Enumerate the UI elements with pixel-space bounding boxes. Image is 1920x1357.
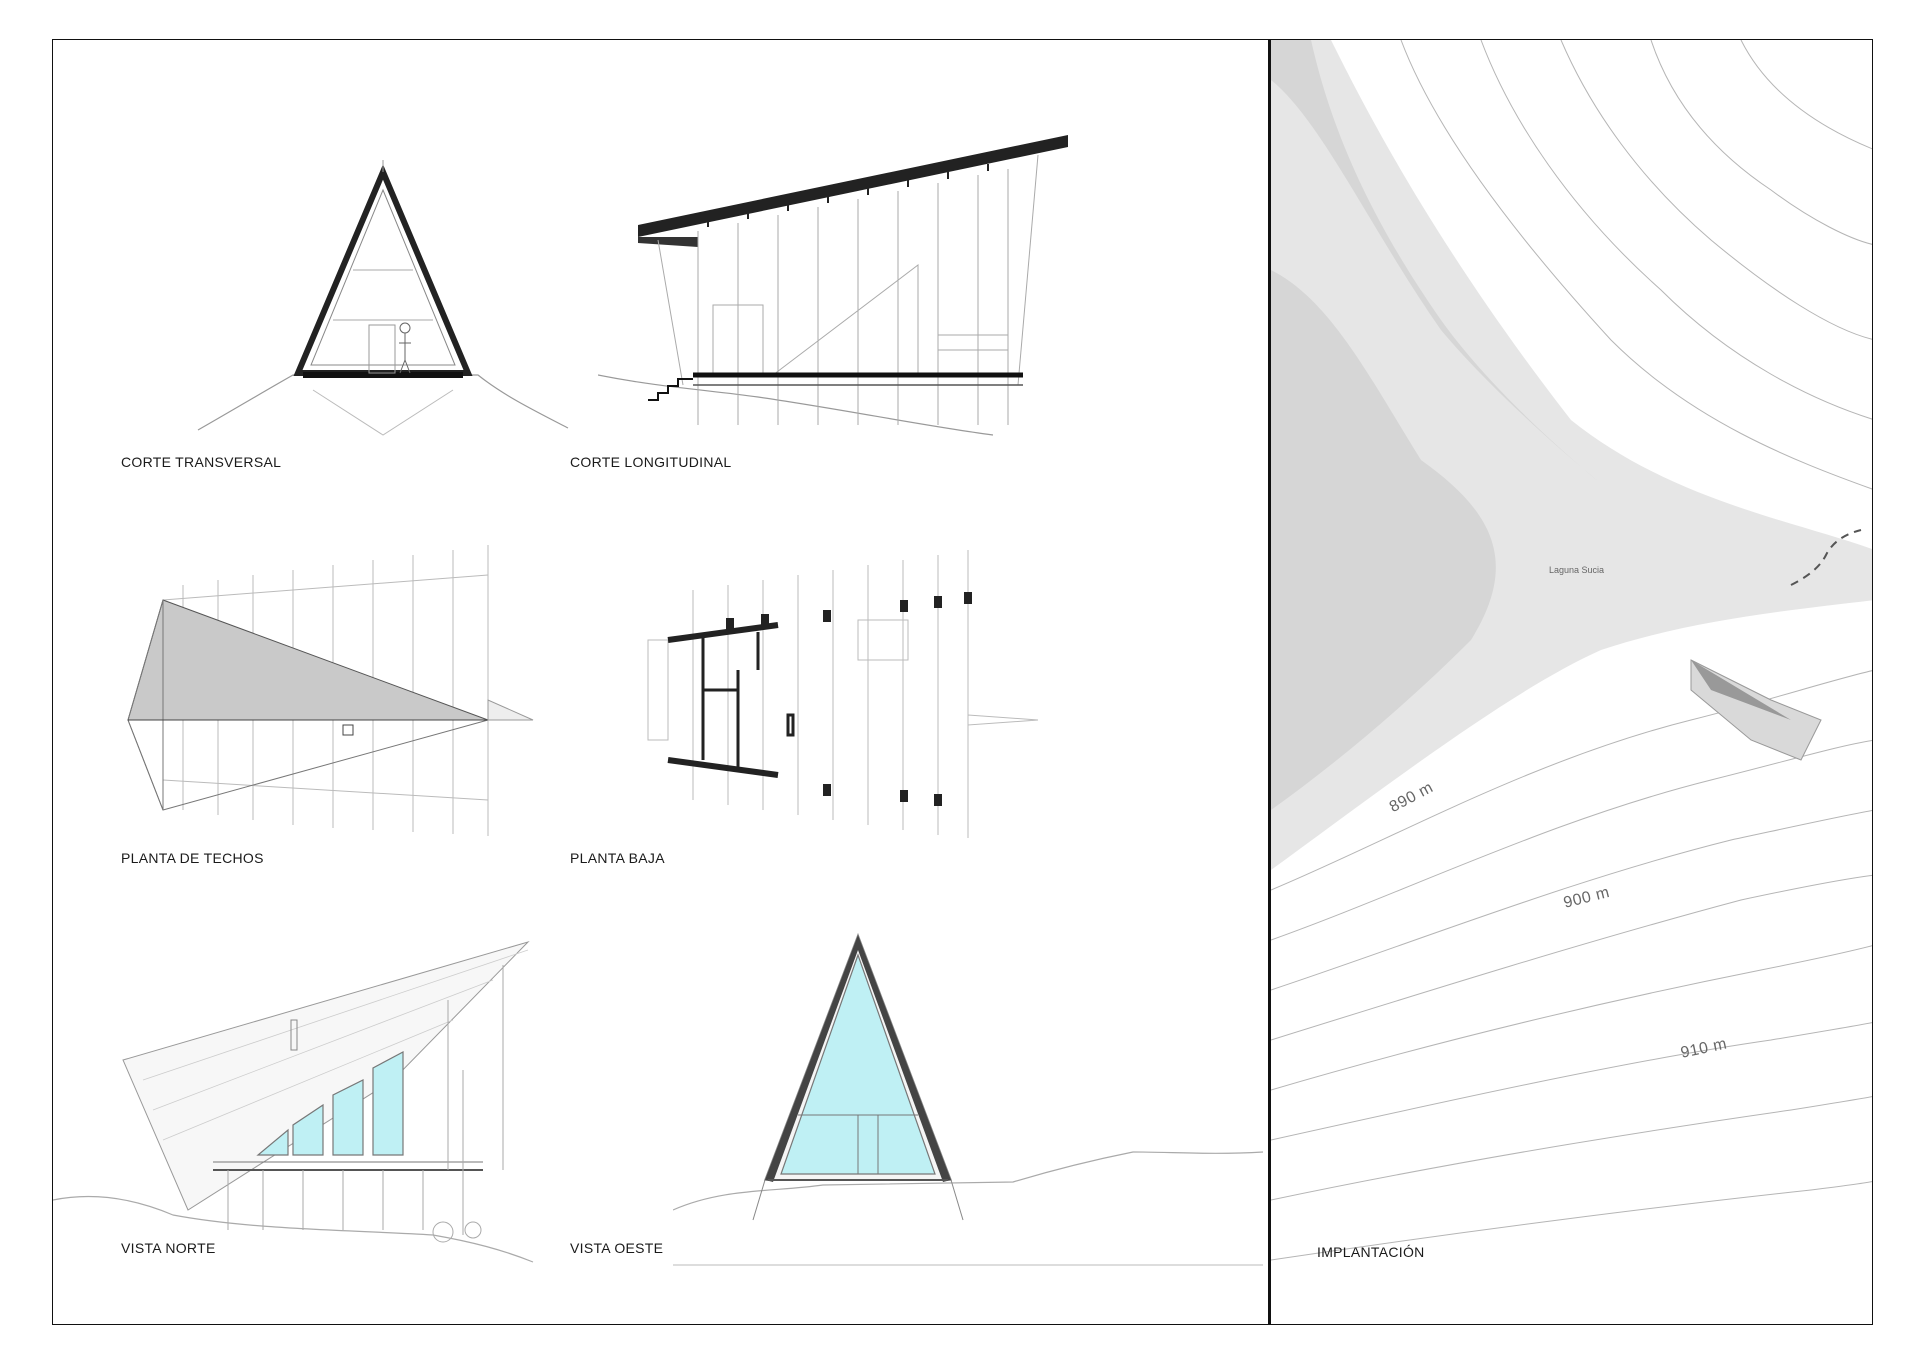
drawing-sheet: CORTE TRANSVERSAL CORTE LONGITUDINAL (52, 39, 1269, 1325)
caption-vista-norte: VISTA NORTE (121, 1240, 216, 1256)
corte-longitudinal-drawing (598, 135, 1068, 436)
site-plan-map (1271, 40, 1872, 1261)
caption-planta-de-techos: PLANTA DE TECHOS (121, 850, 264, 866)
caption-corte-transversal: CORTE TRANSVERSAL (121, 454, 282, 470)
vista-oeste-drawing (673, 932, 1264, 1266)
vista-norte-drawing (53, 940, 534, 1263)
caption-implantacion: IMPLANTACIÓN (1317, 1244, 1425, 1260)
corte-transversal-drawing (197, 160, 569, 436)
site-plan-panel: Laguna Sucia 890 m 900 m 910 m IMPLANTAC… (1269, 39, 1873, 1325)
planta-de-techos-drawing (127, 545, 534, 836)
caption-corte-longitudinal: CORTE LONGITUDINAL (570, 454, 732, 470)
lake-label: Laguna Sucia (1549, 565, 1605, 575)
planta-baja-drawing (647, 550, 1039, 838)
caption-vista-oeste: VISTA OESTE (570, 1240, 664, 1256)
caption-planta-baja: PLANTA BAJA (570, 850, 665, 866)
